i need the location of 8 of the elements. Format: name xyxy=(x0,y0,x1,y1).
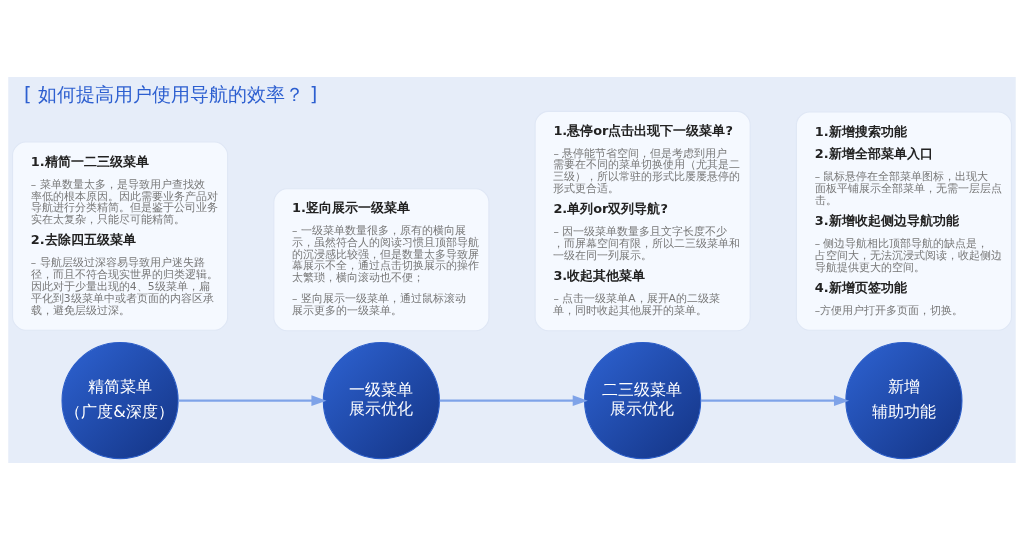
arrow xyxy=(700,394,850,406)
node-circle: 新增 辅助功能 xyxy=(845,341,963,459)
node-circle: 精简菜单 （广度&深度） xyxy=(61,341,179,459)
arrow xyxy=(178,394,327,406)
diagram-title: [ 如何提高用户使用导航的效率？ ] xyxy=(23,82,318,106)
node-circle: 二三级菜单展示优化 xyxy=(584,341,702,459)
node-circle: 一级菜单展示优化 xyxy=(322,341,440,459)
arrow xyxy=(439,394,588,406)
